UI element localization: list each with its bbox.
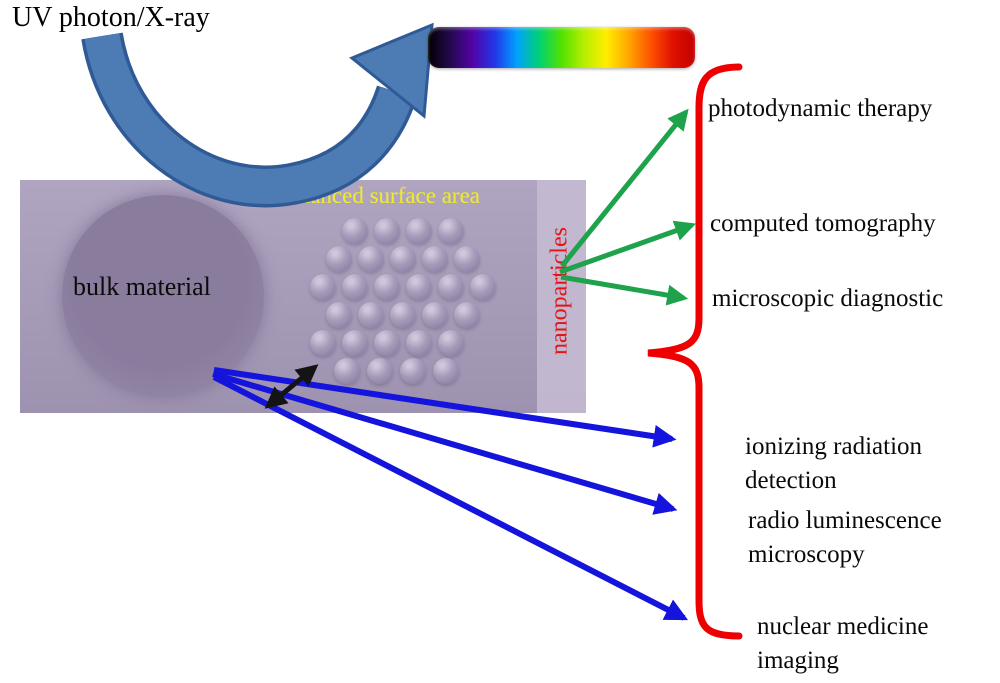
bulk-material-label: bulk material <box>73 272 211 301</box>
nanoparticle <box>438 218 464 244</box>
nanoparticle <box>342 274 368 300</box>
nanoparticle <box>400 358 426 384</box>
nanoparticle <box>433 358 459 384</box>
nanoparticle <box>310 330 336 356</box>
label-microscopic-diagnostic: microscopic diagnostic <box>712 285 944 312</box>
label-photodynamic-therapy: photodynamic therapy <box>708 95 933 122</box>
nanoparticle <box>454 246 480 272</box>
label-nuclear-medicine-imaging: nuclear medicine imaging <box>757 613 929 674</box>
nanoparticle <box>438 274 464 300</box>
nanoparticle <box>310 274 336 300</box>
emission-spectrum-bar <box>428 27 695 68</box>
nanoparticle <box>334 358 360 384</box>
curved-arrow-outline <box>81 32 418 208</box>
nanoparticle <box>422 302 448 328</box>
nanoparticle <box>406 218 432 244</box>
nanoparticle <box>422 246 448 272</box>
nanoparticle <box>326 302 352 328</box>
nanoparticle <box>406 330 432 356</box>
label-ionizing-radiation-detection: ionizing radiation detection <box>745 433 923 494</box>
uv-source-label: UV photon/X-ray <box>12 2 210 33</box>
nanoparticle <box>374 330 400 356</box>
nanoparticle <box>390 302 416 328</box>
curved-arrow-body <box>84 32 414 204</box>
nanoparticle <box>374 218 400 244</box>
excitation-curved-arrow <box>81 22 434 208</box>
nanoparticle <box>358 302 384 328</box>
nanoparticle <box>358 246 384 272</box>
nanoparticle <box>367 358 393 384</box>
enhanced-surface-area-label: enhanced surface area <box>277 183 481 208</box>
label-radio-luminescence-microscopy: radio luminescence microscopy <box>748 507 942 568</box>
label-computed-tomography: computed tomography <box>710 210 936 237</box>
curved-arrowhead-icon <box>349 22 434 119</box>
bulk-material-circle <box>62 195 264 397</box>
nanoparticle <box>438 330 464 356</box>
nanoparticle <box>374 274 400 300</box>
nanoparticle <box>406 274 432 300</box>
nanoparticle <box>342 330 368 356</box>
arrow-to-nuclear-medicine-imaging <box>212 374 689 621</box>
nanoparticle <box>326 246 352 272</box>
nanoparticle <box>342 218 368 244</box>
nanoparticle <box>390 246 416 272</box>
nanoparticle <box>454 302 480 328</box>
nanoparticles-label: nanoparticles <box>546 227 573 355</box>
applications-brace <box>647 63 743 640</box>
nanoparticle <box>470 274 496 300</box>
